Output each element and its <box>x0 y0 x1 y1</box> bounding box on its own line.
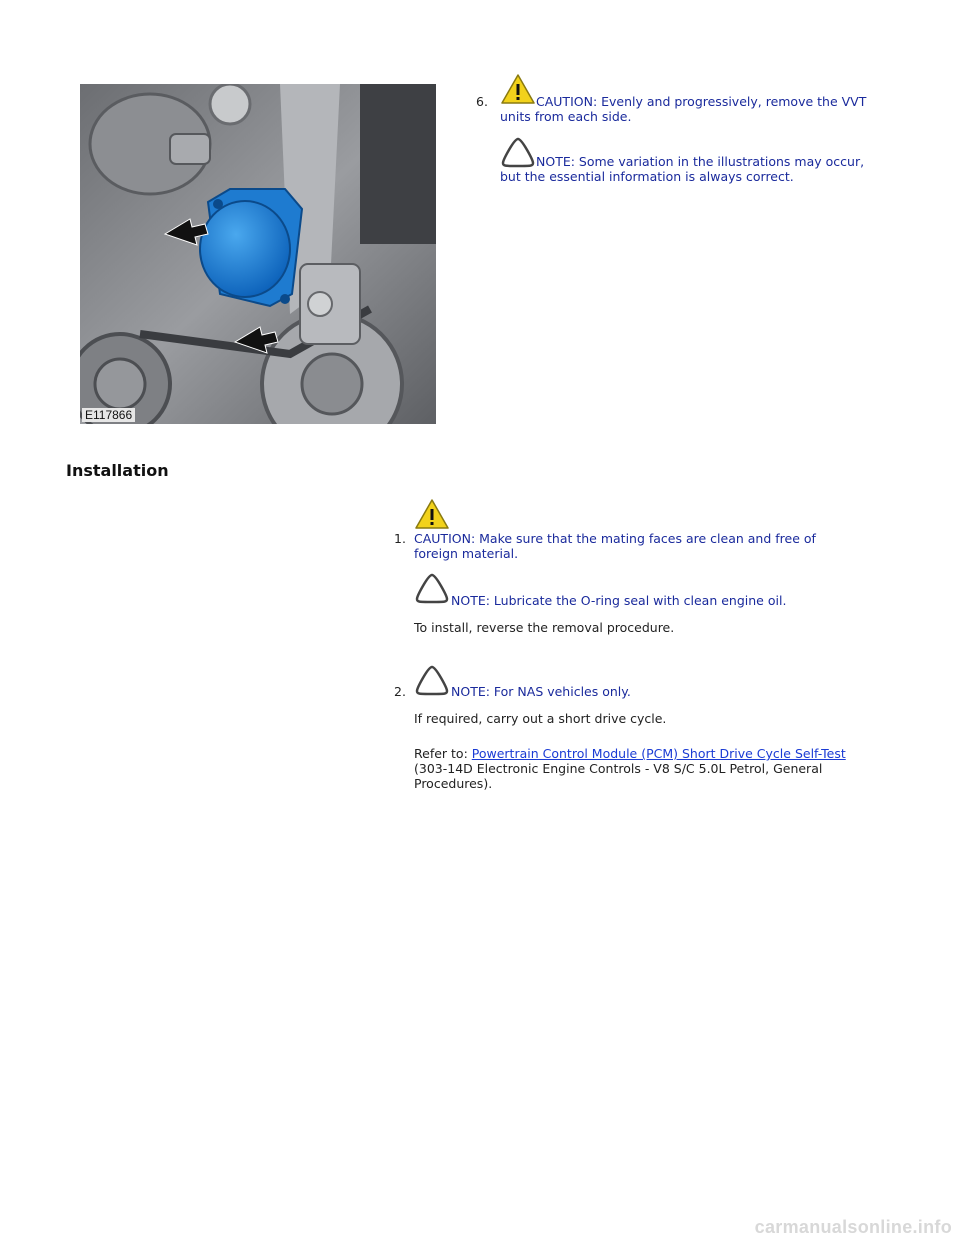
note-icon <box>415 665 449 696</box>
note-text-line1: NOTE: Some variation in the illustration… <box>536 154 865 169</box>
site-watermark: carmanualsonline.info <box>754 1217 952 1237</box>
engine-illustration: E117866 <box>80 84 436 424</box>
note-icon <box>501 137 535 168</box>
instruction-text: If required, carry out a short drive cyc… <box>414 711 667 726</box>
caution-icon <box>501 74 535 104</box>
reference-link[interactable]: Powertrain Control Module (PCM) Short Dr… <box>471 746 846 761</box>
instruction-text: To install, reverse the removal procedur… <box>414 620 675 635</box>
refer-text-line2: (303-14D Electronic Engine Controls - V8… <box>414 761 823 776</box>
note-icon <box>415 573 449 604</box>
note-text-line2: but the essential information is always … <box>500 169 794 184</box>
caution-text-line1: CAUTION: Evenly and progressively, remov… <box>536 94 867 109</box>
caution-text-line2: units from each side. <box>500 109 632 124</box>
note-text: NOTE: Lubricate the O-ring seal with cle… <box>451 593 787 608</box>
refer-to-line: Refer to: Powertrain Control Module (PCM… <box>414 746 846 761</box>
refer-text-line3: Procedures). <box>414 776 493 791</box>
vvt-unit-illustration <box>80 84 436 424</box>
caution-icon <box>415 499 449 529</box>
note-text: NOTE: For NAS vehicles only. <box>451 684 631 699</box>
section-heading-installation: Installation <box>66 461 169 480</box>
figure-label: E117866 <box>82 408 136 422</box>
caution-text-line1: CAUTION: Make sure that the mating faces… <box>414 531 816 546</box>
caution-text-line2: foreign material. <box>414 546 519 561</box>
step-number: 1. <box>394 531 406 546</box>
step-number: 2. <box>394 684 406 699</box>
refer-prefix: Refer to: <box>414 746 472 761</box>
step-number: 6. <box>476 94 488 109</box>
